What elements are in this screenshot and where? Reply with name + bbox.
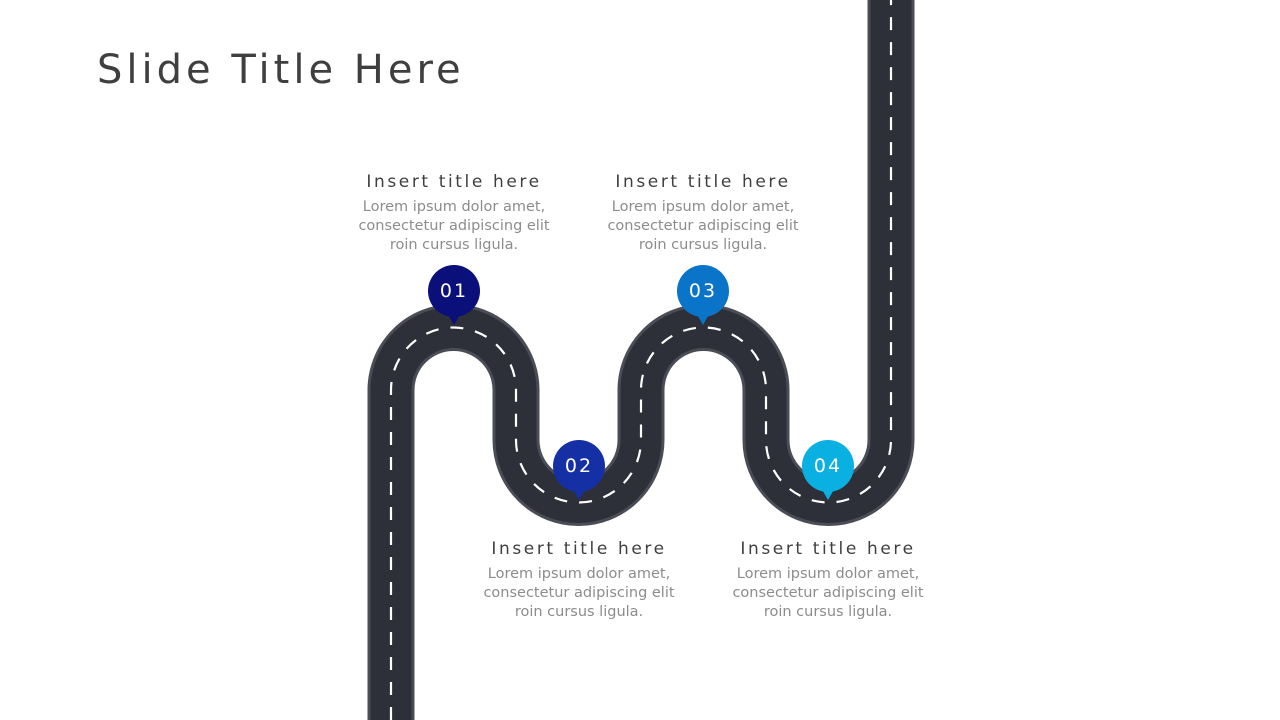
step-text-04: Insert title here Lorem ipsum dolor amet… [713,538,943,622]
step-marker-03: 03 [676,265,730,325]
step-number: 02 [564,455,594,477]
lane-marking [389,0,893,720]
step-description: Lorem ipsum dolor amet, consectetur adip… [339,198,569,255]
slide-title: Slide Title Here [97,47,465,93]
step-marker-02: 02 [552,440,606,500]
description-line: consectetur adipiscing elit [358,218,550,234]
step-description: Lorem ipsum dolor amet, consectetur adip… [713,565,943,622]
description-line: roin cursus ligula. [638,237,768,253]
step-title: Insert title here [615,172,791,192]
description-line: roin cursus ligula. [514,604,644,620]
map-pin-icon [677,265,729,325]
step-marker-01: 01 [427,265,481,325]
step-number: 01 [439,280,469,302]
description-line: consectetur adipiscing elit [732,585,924,601]
description-line: roin cursus ligula. [763,604,893,620]
step-description: Lorem ipsum dolor amet, consectetur adip… [464,565,694,622]
description-line: Lorem ipsum dolor amet, [362,199,546,215]
step-description: Lorem ipsum dolor amet, consectetur adip… [588,198,818,255]
description-line: consectetur adipiscing elit [607,218,799,234]
step-text-01: Insert title here Lorem ipsum dolor amet… [339,171,569,255]
description-line: Lorem ipsum dolor amet, [487,566,671,582]
step-marker-04: 04 [801,440,855,500]
step-text-03: Insert title here Lorem ipsum dolor amet… [588,171,818,255]
step-number: 04 [813,455,843,477]
step-number: 03 [688,280,718,302]
map-pin-icon [428,265,480,325]
map-pin-icon [553,440,605,500]
description-line: roin cursus ligula. [389,237,519,253]
description-line: Lorem ipsum dolor amet, [736,566,920,582]
step-title: Insert title here [366,172,542,192]
description-line: Lorem ipsum dolor amet, [611,199,795,215]
map-pin-icon [802,440,854,500]
description-line: consectetur adipiscing elit [483,585,675,601]
step-text-02: Insert title here Lorem ipsum dolor amet… [464,538,694,622]
step-title: Insert title here [740,539,916,559]
step-title: Insert title here [491,539,667,559]
